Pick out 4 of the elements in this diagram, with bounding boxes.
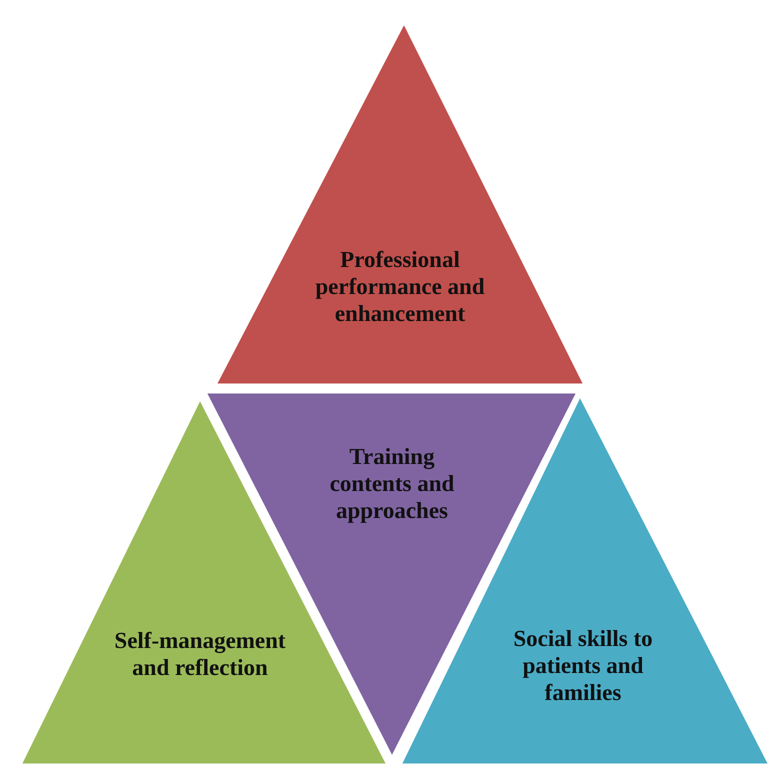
segment-label: Self-management and reflection <box>113 627 287 681</box>
segment-label: Training contents and approaches <box>328 443 456 524</box>
segment-label: Social skills to patients and families <box>512 625 654 706</box>
segment-label: Professional performance and enhancement <box>314 246 486 327</box>
